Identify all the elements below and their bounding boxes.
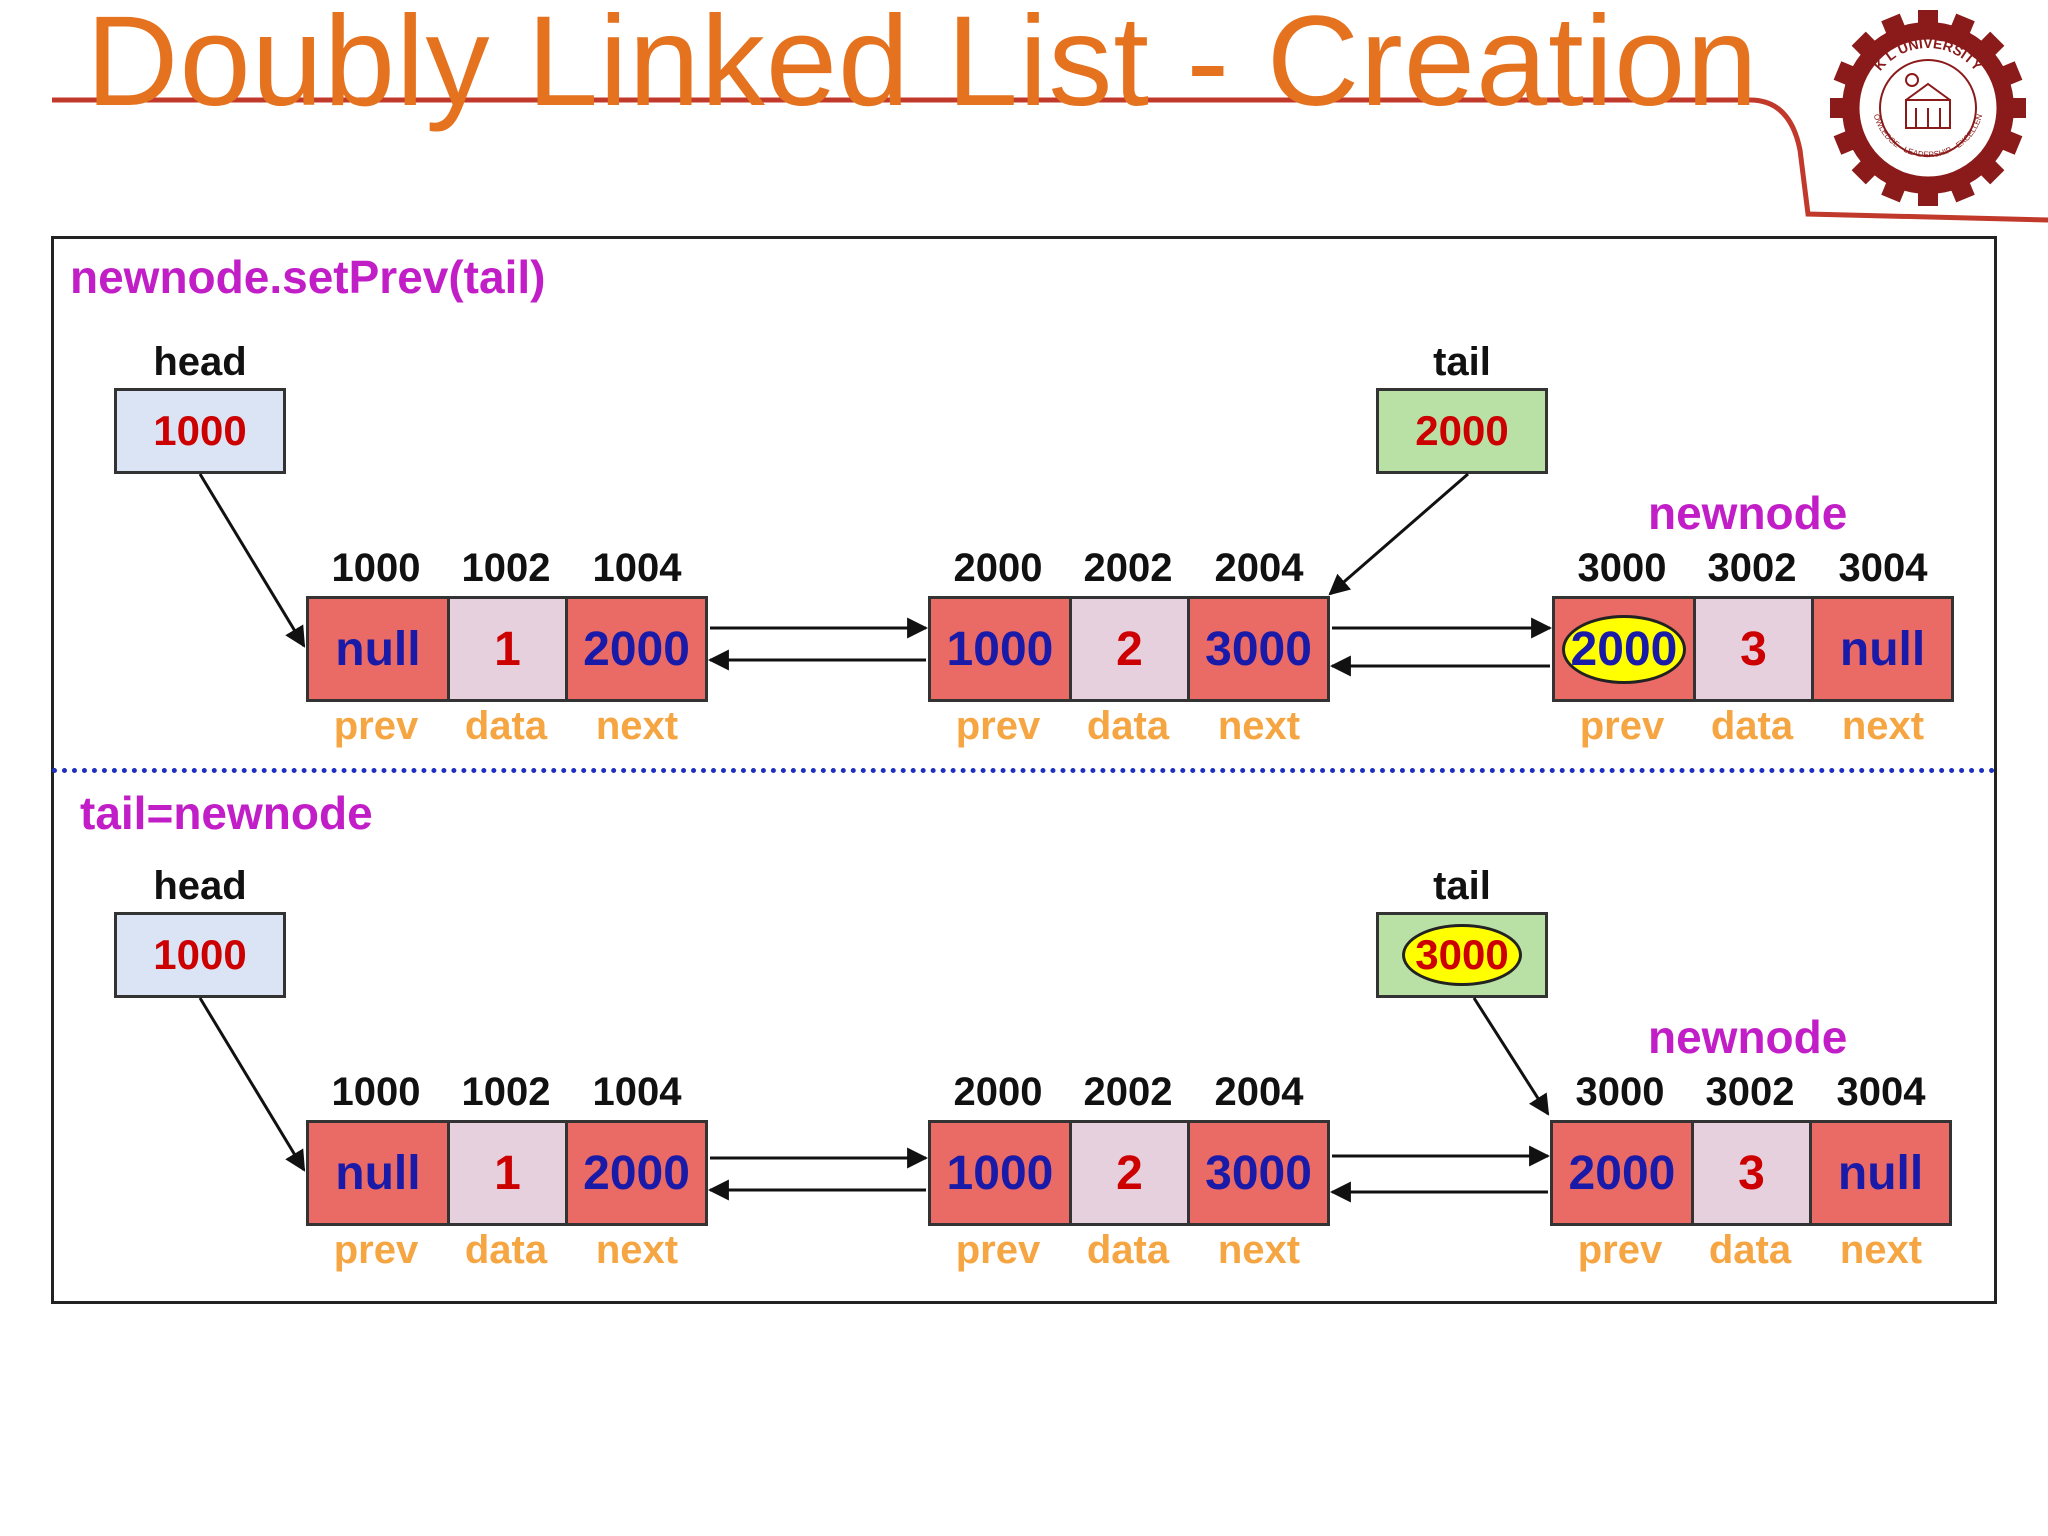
highlight-oval: 2000: [1561, 614, 1687, 684]
next-cell: null: [1809, 1123, 1949, 1223]
list-node: 2000 2002 2004 1000 2 3000 prev data nex…: [928, 1068, 1330, 1272]
head-pointer-box: 1000: [114, 912, 286, 998]
prev-cell: 1000: [931, 1123, 1069, 1223]
head-label: head: [153, 340, 247, 384]
field-label-prev: prev: [1577, 1227, 1663, 1272]
address-prev: 3000: [1577, 545, 1667, 590]
field-label-next: next: [1217, 703, 1301, 748]
field-label-next: next: [595, 1227, 679, 1272]
address-next: 2004: [1214, 545, 1304, 590]
prev-cell: 2000: [1553, 1123, 1691, 1223]
tail-arrow: [1472, 997, 1550, 1116]
address-data: 3002: [1707, 545, 1797, 590]
head-arrow: [198, 473, 306, 648]
head-pointer-box: 1000: [114, 388, 286, 474]
address-next: 1004: [592, 1069, 682, 1114]
data-cell: 2: [1068, 1123, 1188, 1223]
address-next: 3004: [1838, 545, 1928, 590]
next-cell: 3000: [1187, 599, 1327, 699]
address-prev: 1000: [331, 1069, 421, 1114]
head-label: head: [153, 864, 247, 908]
data-cell: 3: [1692, 599, 1812, 699]
field-label-next: next: [595, 703, 679, 748]
next-cell: 3000: [1187, 1123, 1327, 1223]
data-cell: 1: [446, 599, 566, 699]
field-label-data: data: [1710, 703, 1794, 748]
data-cell: 2: [1068, 599, 1188, 699]
tail-pointer-box: 3000: [1376, 912, 1548, 998]
tail-value: 2000: [1415, 407, 1509, 454]
address-next: 3004: [1836, 1069, 1926, 1114]
title-underline: [52, 97, 2048, 223]
field-label-next: next: [1841, 703, 1925, 748]
slide-title: Doubly Linked List - Creation: [86, 0, 1759, 133]
tail-pointer-box: 2000: [1376, 388, 1548, 474]
field-label-data: data: [464, 703, 548, 748]
address-data: 2002: [1083, 1069, 1173, 1114]
next-cell: 2000: [565, 599, 705, 699]
address-next: 2004: [1214, 1069, 1304, 1114]
prev-cell: null: [309, 599, 447, 699]
head-value: 1000: [153, 931, 247, 978]
prev-cell-highlighted: 2000: [1555, 599, 1693, 699]
field-label-prev: prev: [955, 703, 1041, 748]
next-cell: 2000: [565, 1123, 705, 1223]
university-seal-logo: K L UNIVERSITY KNOWLEDGE · LEADERSHIP · …: [1828, 8, 2026, 206]
head-arrow: [198, 997, 306, 1172]
next-cell: null: [1811, 599, 1951, 699]
list-node: 2000 2002 2004 1000 2 3000 prev data nex…: [928, 544, 1330, 748]
address-prev: 2000: [953, 1069, 1043, 1114]
field-label-prev: prev: [1579, 703, 1665, 748]
prev-cell: 1000: [931, 599, 1069, 699]
address-data: 3002: [1705, 1069, 1795, 1114]
newnode-list-node: 3000 3002 3004 2000 3 null prev data nex…: [1552, 544, 1954, 748]
newnode-label: newnode: [1648, 487, 1848, 539]
address-prev: 3000: [1575, 1069, 1665, 1114]
field-label-prev: prev: [333, 703, 419, 748]
address-prev: 2000: [953, 545, 1043, 590]
tail-label: tail: [1433, 864, 1491, 908]
tail-arrow: [1328, 472, 1469, 596]
field-label-data: data: [1708, 1227, 1792, 1272]
tail-label: tail: [1433, 340, 1491, 384]
field-label-data: data: [1086, 703, 1170, 748]
list-node: 1000 1002 1004 null 1 2000 prev data nex…: [306, 544, 708, 748]
address-data: 2002: [1083, 545, 1173, 590]
field-label-prev: prev: [955, 1227, 1041, 1272]
address-next: 1004: [592, 545, 682, 590]
step-caption: newnode.setPrev(tail): [70, 251, 546, 303]
field-label-data: data: [1086, 1227, 1170, 1272]
data-cell: 3: [1690, 1123, 1810, 1223]
prev-cell: null: [309, 1123, 447, 1223]
field-label-data: data: [464, 1227, 548, 1272]
step-divider: [52, 768, 1996, 773]
address-data: 1002: [461, 545, 551, 590]
newnode-label: newnode: [1648, 1011, 1848, 1063]
head-value: 1000: [153, 407, 247, 454]
address-data: 1002: [461, 1069, 551, 1114]
newnode-list-node: 3000 3002 3004 2000 3 null prev data nex…: [1550, 1068, 1952, 1272]
field-label-next: next: [1217, 1227, 1301, 1272]
list-node: 1000 1002 1004 null 1 2000 prev data nex…: [306, 1068, 708, 1272]
tail-value-highlighted: 3000: [1402, 924, 1522, 986]
field-label-prev: prev: [333, 1227, 419, 1272]
field-label-next: next: [1839, 1227, 1923, 1272]
address-prev: 1000: [331, 545, 421, 590]
step-caption: tail=newnode: [80, 787, 373, 839]
data-cell: 1: [446, 1123, 566, 1223]
